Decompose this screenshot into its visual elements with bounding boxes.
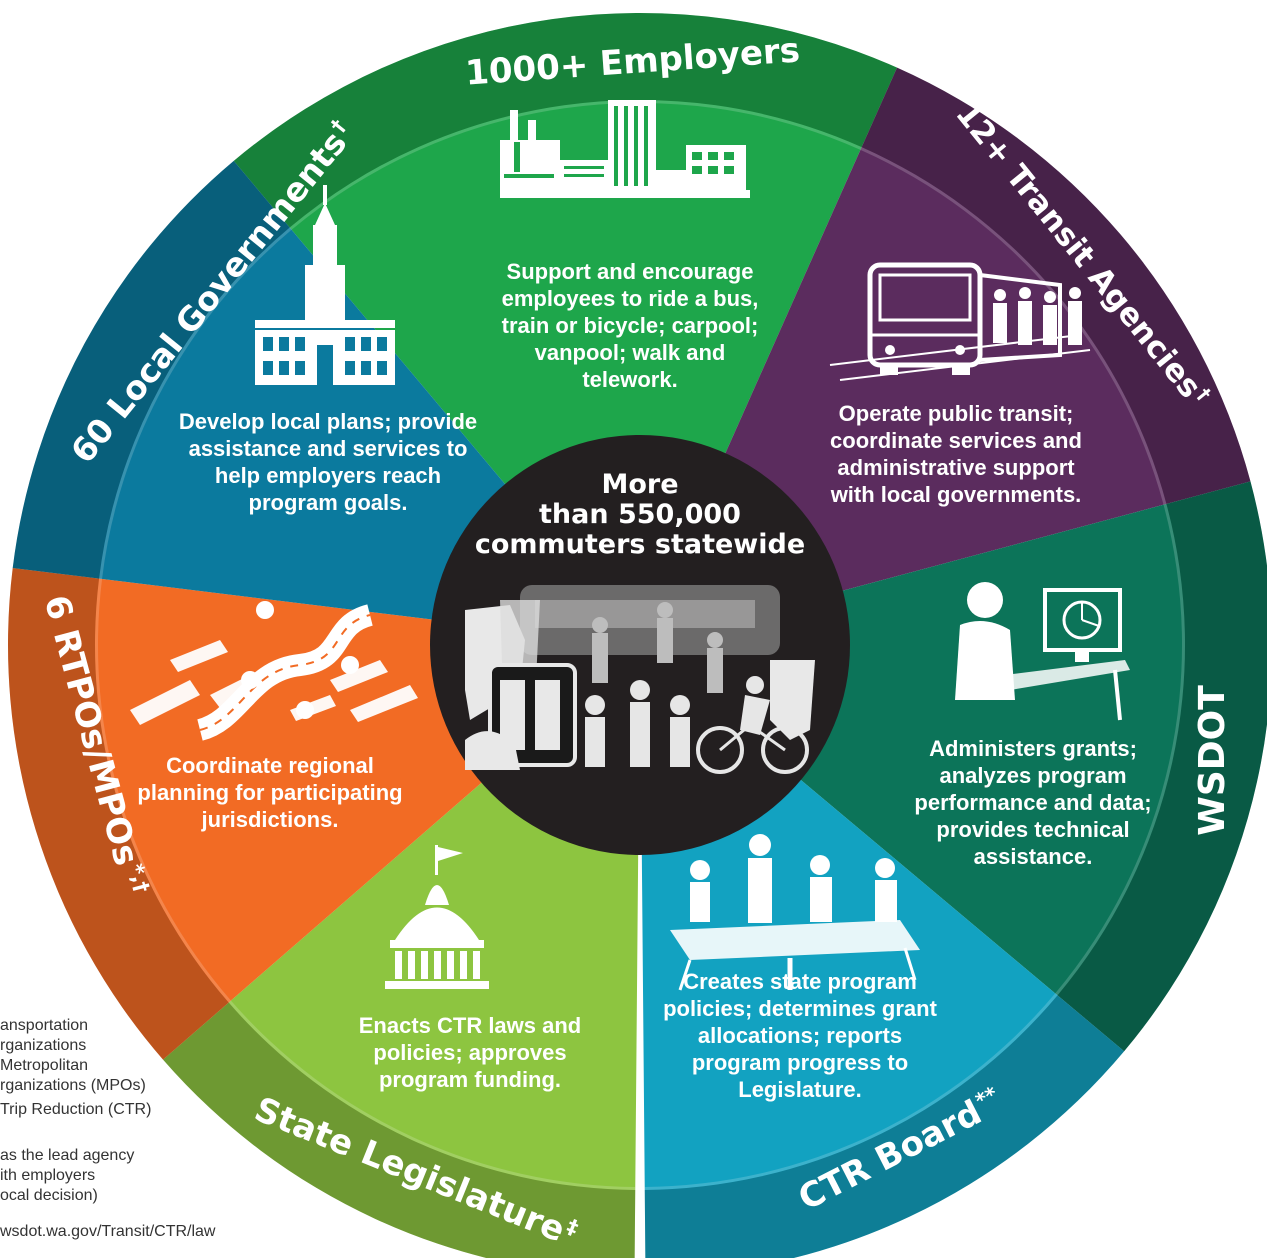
computer-worker-icon [955,582,1130,721]
segment-legislature [163,772,639,1258]
commuters-silhouette-icon [465,585,815,774]
segment-band-rtpo [7,567,229,1060]
footnote-line[interactable]: wsdot.wa.gov/Transit/CTR/law [0,1223,216,1240]
segment-band-ctr-board [644,995,1125,1258]
footnote-line: ansportation [0,1017,89,1034]
segment-description-wsdot: Administers grants; analyzes program per… [914,736,1152,869]
footnote-line: rganizations [0,1037,87,1054]
segment-description-ctr-board: Creates state program policies; determin… [663,969,937,1102]
factory-icon [500,100,750,198]
footnote-line: Trip Reduction (CTR) [0,1101,152,1118]
bus-icon [829,262,1091,381]
center-title: More than 550,000 commuters statewide [474,469,806,560]
segment-description-transit: Operate public transit; coordinate servi… [830,401,1082,507]
segment-title-wsdot: WSDOT [1191,684,1233,836]
segment-rtpo [7,567,493,1060]
segment-description-local: Develop local plans; provide assistance … [178,409,478,515]
footnote-line: ith employers [0,1167,96,1184]
regional-map-icon [130,601,418,741]
segment-description-rtpo: Coordinate regional planning for partici… [137,753,403,832]
capitol-icon [385,845,489,989]
segment-description-legislature: Enacts CTR laws and policies; approves p… [358,1013,582,1092]
segment-band-wsdot [1057,481,1267,1052]
footnote-line: Metropolitan [0,1057,89,1074]
city-hall-icon [255,185,395,385]
footnote-line: ocal decision) [0,1187,98,1204]
footnote-line: as the lead agency [0,1147,135,1164]
segment-wsdot [789,481,1267,1052]
meeting-icon [670,834,920,991]
segment-employers [233,12,898,496]
segment-description-employers: Support and encourage employees to ride … [501,259,759,392]
segment-band-local [12,160,290,579]
segment-local [12,160,515,622]
segment-band-employers [233,12,898,228]
footnote-line: rganizations (MPOs) [0,1077,146,1094]
segment-band-legislature [163,1002,636,1258]
